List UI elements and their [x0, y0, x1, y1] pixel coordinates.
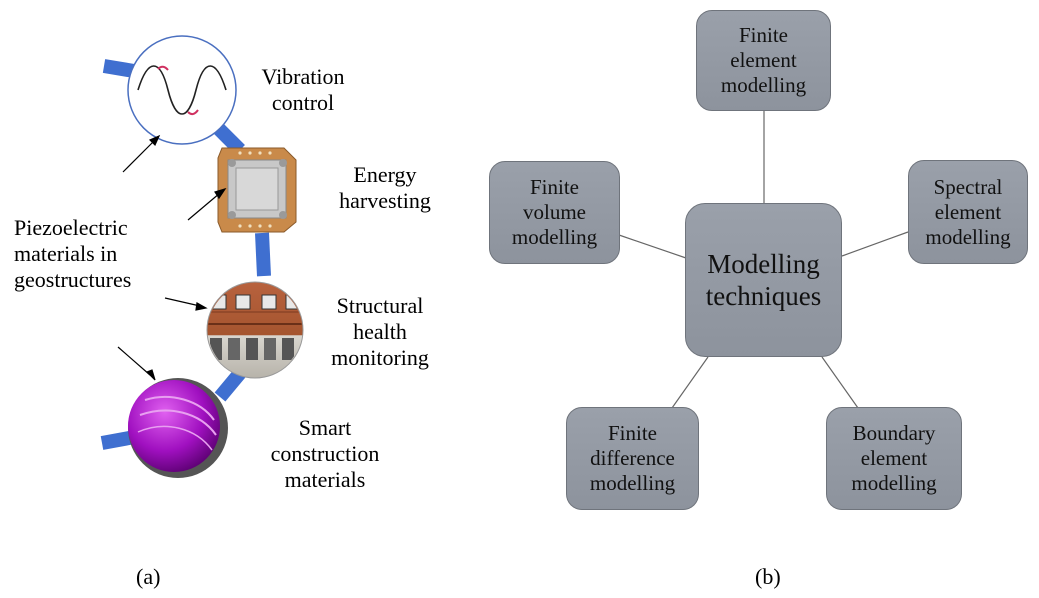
modelling-techniques-text: Modelling techniques — [705, 249, 822, 311]
vibration-control-label: Vibration control — [261, 64, 345, 115]
boundary-element-text: Boundary element modelling — [851, 421, 937, 495]
energy-harvesting-label: Energy harvesting — [339, 162, 431, 213]
piezoelectric-label: Piezoelectric materials in geostructures — [14, 215, 132, 292]
modelling-techniques-box: Modelling techniques — [685, 203, 842, 357]
spectral-element-box: Spectral element modelling — [908, 160, 1028, 264]
smart-materials-label: Smart construction materials — [270, 415, 380, 492]
finite-volume-text: Finite volume modelling — [511, 175, 598, 249]
sphere-icon — [128, 378, 228, 478]
sine-wave-icon — [127, 35, 237, 145]
spectral-element-text: Spectral element modelling — [925, 174, 1011, 249]
finite-element-box: Finite element modelling — [696, 10, 831, 111]
panel-b-connectors — [618, 110, 909, 409]
structural-health-label: Structural health monitoring — [331, 293, 429, 370]
finite-volume-box: Finite volume modelling — [489, 161, 620, 264]
pointer-arrow — [117, 134, 227, 381]
building-photo-icon — [206, 281, 304, 379]
panel-b-caption: (b) — [755, 564, 781, 589]
finite-difference-box: Finite difference modelling — [566, 407, 699, 510]
piezo-device-icon — [217, 147, 297, 233]
finite-difference-text: Finite difference modelling — [589, 421, 676, 495]
boundary-element-box: Boundary element modelling — [826, 407, 962, 510]
panel-a-caption: (a) — [136, 564, 161, 589]
finite-element-text: Finite element modelling — [720, 23, 807, 97]
